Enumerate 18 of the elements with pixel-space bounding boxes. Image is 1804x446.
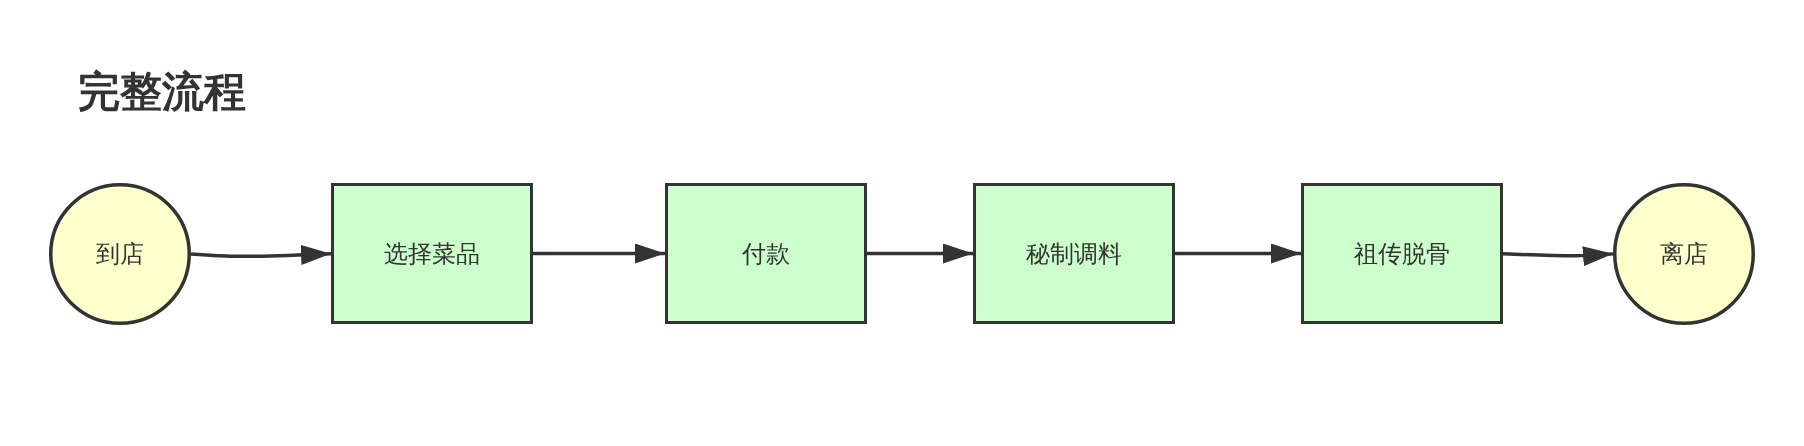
node-label: 秘制调料: [1026, 238, 1122, 269]
arrow: [533, 243, 665, 264]
node-label: 付款: [742, 238, 790, 269]
terminal-circle: [1613, 183, 1755, 325]
process-box: [1301, 183, 1503, 324]
node-label: 到店: [96, 239, 144, 269]
process-box: [331, 183, 533, 324]
node-label: 祖传脱骨: [1354, 238, 1450, 269]
terminal-circle: [49, 183, 191, 325]
arrow: [867, 243, 973, 264]
arrow: [190, 245, 332, 265]
diagram-title: 完整流程: [78, 66, 246, 118]
process-box: [973, 183, 1175, 324]
arrow: [1502, 246, 1614, 267]
process-box: [665, 183, 867, 324]
node-label: 选择菜品: [384, 238, 480, 269]
arrow: [1175, 243, 1301, 264]
node-label: 离店: [1660, 239, 1708, 269]
